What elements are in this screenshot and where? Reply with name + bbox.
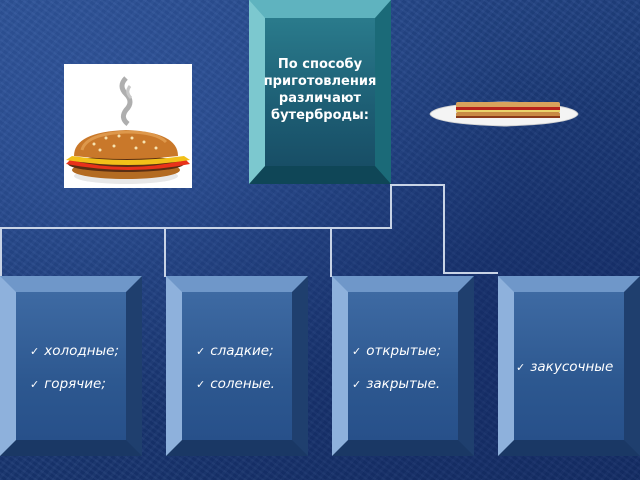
category-box-4: ✓закусочные [498,276,640,456]
connector-right-down [443,184,445,274]
connector-to-box2 [164,227,166,277]
category-box-3: ✓открытые; ✓закрытые. [332,276,474,456]
list-item: ✓открытые; [352,343,442,359]
hamburger-icon [66,76,190,184]
connector-to-box3 [330,227,332,277]
sandwich-plate-image [428,94,580,128]
diagram-title: По способу приготовления различают бутер… [263,57,377,123]
list-item: ✓закрытые. [352,376,441,392]
list-item: ✓горячие; [30,376,106,392]
check-mark-icon: ✓ [516,361,526,374]
check-mark-icon: ✓ [30,345,40,358]
check-mark-icon: ✓ [196,378,206,391]
list-item: ✓закусочные [516,359,614,375]
sandwich-plate-icon [429,101,579,127]
connector-horizontal [0,227,392,229]
category-list-3: ✓открытые; ✓закрытые. [352,342,458,408]
category-list-2: ✓сладкие; ✓соленые. [196,342,292,408]
category-list-4: ✓закусочные [516,358,624,391]
category-box-2: ✓сладкие; ✓соленые. [166,276,308,456]
check-mark-icon: ✓ [352,345,362,358]
list-item: ✓соленые. [196,376,275,392]
category-list-1: ✓холодные; ✓горячие; [30,342,126,408]
check-mark-icon: ✓ [30,378,40,391]
connector-right-top [392,184,444,186]
category-box-1: ✓холодные; ✓горячие; [0,276,142,456]
title-box: По способу приготовления различают бутер… [249,0,391,184]
list-item: ✓холодные; [30,343,120,359]
check-mark-icon: ✓ [352,378,362,391]
connector-top-down [390,184,392,229]
connector-to-box1 [0,227,2,277]
list-item: ✓сладкие; [196,343,274,359]
hamburger-image [64,64,192,188]
connector-to-box4 [443,272,498,274]
check-mark-icon: ✓ [196,345,206,358]
